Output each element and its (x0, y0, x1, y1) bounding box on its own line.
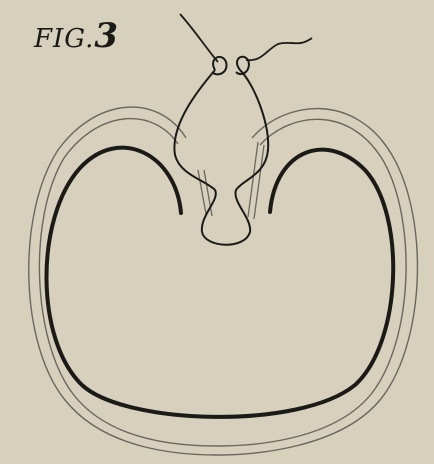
outer-membrane-left-outer (29, 107, 217, 455)
outer-membrane-left-inner (39, 119, 217, 446)
inner-wall (46, 148, 393, 417)
filament-right (246, 38, 312, 60)
filament-left (180, 14, 218, 62)
outer-membrane-right-inner (217, 119, 406, 446)
